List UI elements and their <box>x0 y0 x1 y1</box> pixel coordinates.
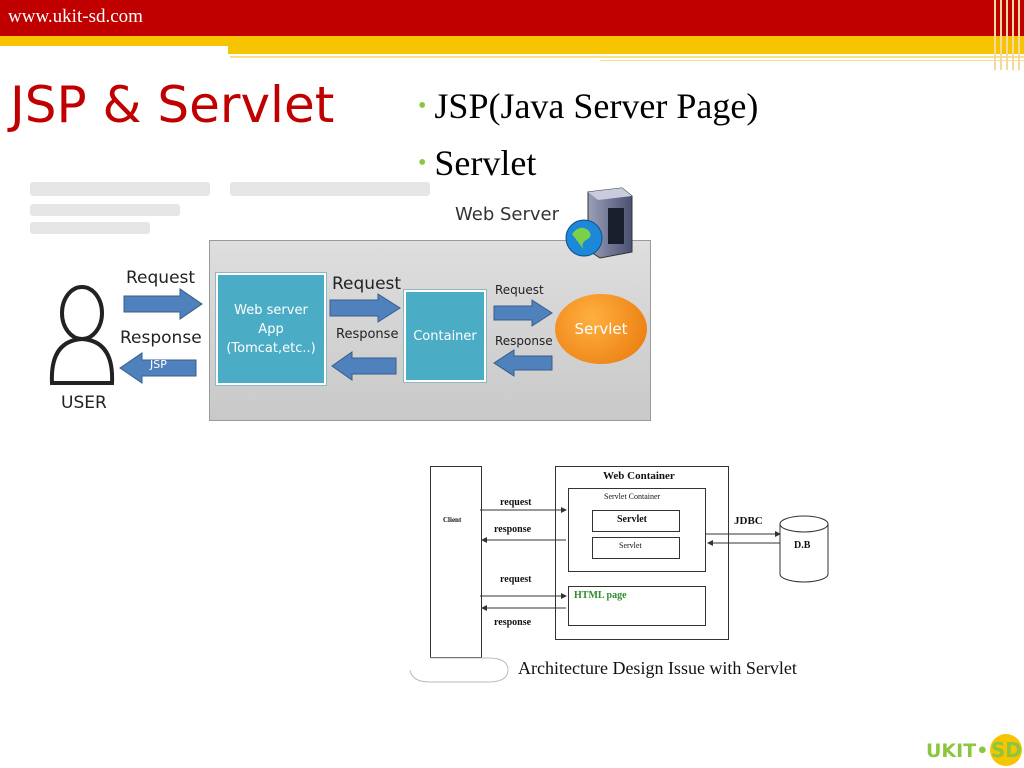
request-arrow-right-icon <box>123 288 203 320</box>
request-label-1: request <box>500 497 532 508</box>
bullet-text: Servlet <box>434 143 537 183</box>
diagram-caption: Architecture Design Issue with Servlet <box>518 658 797 678</box>
user-label: USER <box>61 393 107 413</box>
response-label-mid: Response <box>336 327 399 342</box>
bullet-text: JSP(Java Server Page) <box>434 86 759 126</box>
servlet-architecture-diagram: Client Web Container Servlet Container S… <box>409 460 840 692</box>
logo-dot: • <box>976 740 989 762</box>
jdbc-label: JDBC <box>734 515 763 527</box>
web-server-app-box: Web server App (Tomcat,etc..) <box>216 273 326 385</box>
servlet-label-1: Servlet <box>617 514 647 525</box>
header-line-2 <box>600 60 1024 61</box>
header-accent-bar-2 <box>228 46 1024 54</box>
ukit-sd-logo: UKIT•SD <box>926 734 1023 766</box>
response-label-left: Response <box>120 328 202 348</box>
client-label: Client <box>443 516 462 524</box>
servlet-container-label: Servlet Container <box>604 492 661 501</box>
servlet-ellipse: Servlet <box>555 294 647 364</box>
jsp-label: JSP <box>150 358 167 371</box>
bullet-dot-icon: • <box>418 93 427 119</box>
caption-shape <box>409 657 509 683</box>
response-arrow-left-icon-2 <box>493 349 553 377</box>
bullet-list: • JSP(Java Server Page) • Servlet <box>418 80 758 194</box>
header-line <box>230 56 1024 58</box>
request-label-2: request <box>500 574 532 585</box>
request-arrow-right-icon-2 <box>493 299 553 327</box>
response-arrow-left-icon <box>119 352 197 384</box>
request-arrow-mid-icon <box>329 293 401 323</box>
db-label: D.B <box>794 540 811 551</box>
web-container-label: Web Container <box>603 470 675 482</box>
logo-sd-badge: SD <box>990 734 1023 766</box>
request-label-mid: Request <box>332 274 402 294</box>
header-stripes <box>992 0 1024 70</box>
database-icon <box>779 515 829 583</box>
web-server-label: Web Server <box>455 204 559 225</box>
response-label-1: response <box>494 524 532 535</box>
client-box <box>430 466 482 658</box>
header-accent-bar <box>0 36 1024 46</box>
servlet-box-1 <box>592 510 680 532</box>
response-label-2: response <box>494 617 532 628</box>
bullet-item: • Servlet <box>418 137 758 194</box>
bullet-dot-icon: • <box>418 150 427 176</box>
servlet-box-2 <box>592 537 680 559</box>
server-globe-icon <box>565 187 633 259</box>
site-url[interactable]: www.ukit-sd.com <box>8 6 143 27</box>
slide-title: JSP & Servlet <box>10 76 335 134</box>
faded-background-text <box>30 182 430 234</box>
servlet-label-2: Servlet <box>619 541 642 550</box>
request-label-left: Request <box>126 268 196 288</box>
response-arrow-mid-icon <box>331 351 397 381</box>
logo-text: UKIT <box>926 740 977 762</box>
html-page-label: HTML page <box>574 590 627 601</box>
container-box: Container <box>404 290 486 382</box>
jsp-servlet-diagram: Web Server USER Request Response JSP Web… <box>30 180 670 430</box>
request-label-right: Request <box>495 283 544 297</box>
response-label-right: Response <box>495 334 553 348</box>
html-page-box <box>568 586 706 626</box>
bullet-item: • JSP(Java Server Page) <box>418 80 758 137</box>
user-icon <box>49 285 115 385</box>
header-bar <box>0 0 1024 36</box>
connector-lines <box>480 507 781 611</box>
